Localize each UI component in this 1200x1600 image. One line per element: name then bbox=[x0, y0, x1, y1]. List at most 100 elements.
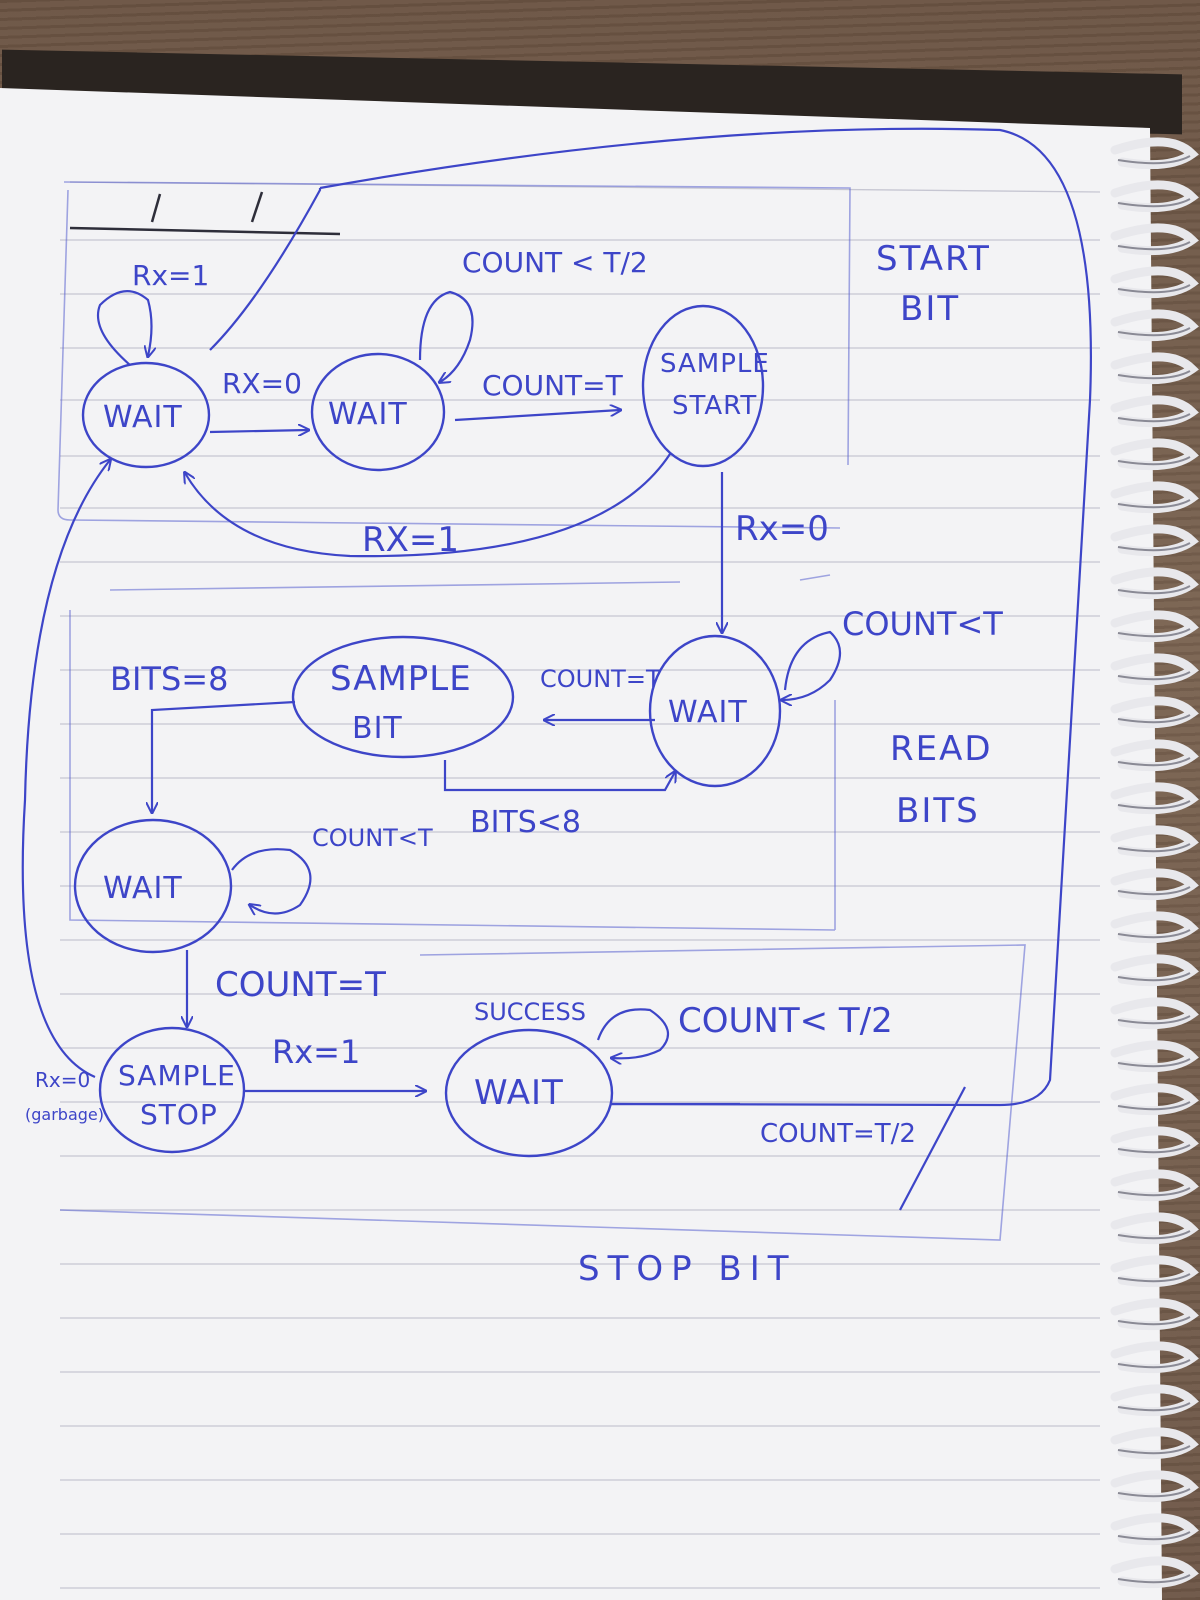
label-success-note: SUCCESS bbox=[474, 998, 586, 1026]
spiral-ring-shadow bbox=[1117, 198, 1191, 208]
spiral-ring-shadow bbox=[1117, 1574, 1191, 1584]
label-sample-stop-2: STOP bbox=[140, 1098, 218, 1131]
outer-edges bbox=[21, 127, 1092, 1107]
spiral-ring bbox=[1110, 868, 1199, 901]
spiral-ring bbox=[1110, 524, 1199, 557]
spiral-ring-shadow bbox=[1117, 929, 1191, 939]
spiral-ring-shadow bbox=[1117, 155, 1191, 165]
spiral-ring bbox=[1110, 1341, 1199, 1374]
spiral-ring-shadow bbox=[1117, 972, 1191, 982]
spiral-ring-shadow bbox=[1117, 1058, 1191, 1068]
state-sample-start bbox=[641, 304, 765, 468]
spiral-ring bbox=[1110, 1040, 1199, 1073]
spiral-ring bbox=[1110, 1556, 1199, 1589]
spiral-ring-shadow bbox=[1117, 370, 1191, 380]
spiral-ring bbox=[1110, 481, 1199, 514]
spiral-ring bbox=[1110, 180, 1199, 213]
spiral-ring-shadow bbox=[1117, 1273, 1191, 1283]
label-stop-fail: Rx=0 bbox=[35, 1068, 90, 1092]
label-idle-self: Rx=1 bbox=[132, 259, 209, 292]
state-wait-idle bbox=[81, 361, 211, 469]
spiral-ring bbox=[1110, 911, 1199, 944]
spiral-ring-shadow bbox=[1117, 542, 1191, 552]
spiral-ring bbox=[1110, 653, 1199, 686]
label-stop-fail-note: (garbage) bbox=[25, 1105, 104, 1124]
spiral-ring bbox=[1110, 1169, 1199, 1202]
spiral-ring-shadow bbox=[1117, 1359, 1191, 1369]
section-labels: START BIT READ BITS STOP BIT bbox=[578, 239, 993, 1289]
section-read-bits-1: READ bbox=[890, 729, 993, 769]
spiral-ring bbox=[1110, 997, 1199, 1030]
label-stop-ok: Rx=1 bbox=[272, 1033, 360, 1071]
spiral-ring bbox=[1110, 438, 1199, 471]
spiral-ring bbox=[1110, 309, 1199, 342]
spiral-ring bbox=[1110, 1126, 1199, 1159]
spiral-ring-shadow bbox=[1117, 1101, 1191, 1111]
label-idle-to-half: RX=0 bbox=[222, 367, 302, 400]
label-wait-bit: WAIT bbox=[668, 695, 748, 730]
section-read-bits-2: BITS bbox=[896, 791, 980, 831]
spiral-ring bbox=[1110, 1427, 1199, 1460]
spiral-ring-shadow bbox=[1117, 413, 1191, 423]
label-sample-start-1: SAMPLE bbox=[660, 349, 770, 379]
spiral-ring bbox=[1110, 825, 1199, 858]
spiral-ring-shadow bbox=[1117, 1015, 1191, 1025]
spiral-ring-shadow bbox=[1117, 1488, 1191, 1498]
spiral-ring bbox=[1110, 739, 1199, 772]
section-start-bit-2: BIT bbox=[900, 289, 960, 329]
label-success-back: COUNT=T/2 bbox=[760, 1119, 916, 1149]
spiral-ring bbox=[1110, 395, 1199, 428]
label-half-to-sample: COUNT=T bbox=[482, 369, 624, 402]
spiral-ring-shadow bbox=[1117, 1445, 1191, 1455]
label-success-self: COUNT< T/2 bbox=[678, 1001, 893, 1041]
state-sample-stop bbox=[98, 1026, 246, 1154]
label-wait-stop-to-sample: COUNT=T bbox=[215, 965, 386, 1005]
state-wait-half bbox=[310, 352, 446, 472]
transition-labels: Rx=1 RX=0 COUNT < T/2 COUNT=T RX=1 Rx=0 … bbox=[25, 246, 1003, 1149]
label-wait-to-sample-bit: COUNT=T bbox=[540, 665, 661, 693]
spiral-ring bbox=[1110, 1255, 1199, 1288]
spiral-ring bbox=[1110, 782, 1199, 815]
spiral-ring bbox=[1110, 223, 1199, 256]
section-stop-bit: STOP BIT bbox=[578, 1249, 797, 1289]
spiral-ring bbox=[1110, 137, 1199, 170]
spiral-ring bbox=[1110, 1298, 1199, 1331]
spiral-ring bbox=[1110, 1384, 1199, 1417]
spiral-ring-shadow bbox=[1117, 499, 1191, 509]
state-labels: WAIT WAIT SAMPLE START WAIT SAMPLE BIT W… bbox=[103, 349, 770, 1131]
label-wait-stop-self: COUNT<T bbox=[312, 824, 433, 852]
spiral-ring-shadow bbox=[1117, 241, 1191, 251]
spiral-binding-icon bbox=[1110, 137, 1199, 1589]
ruled-lines bbox=[60, 181, 1101, 1589]
label-wait-half: WAIT bbox=[328, 397, 408, 432]
label-more-bits: BITS<8 bbox=[470, 805, 581, 840]
spiral-ring-shadow bbox=[1117, 843, 1191, 853]
label-sample-stop-1: SAMPLE bbox=[118, 1059, 236, 1092]
spiral-ring bbox=[1110, 567, 1199, 600]
spiral-ring-shadow bbox=[1117, 1316, 1191, 1326]
spiral-ring-shadow bbox=[1117, 327, 1191, 337]
state-wait-bit bbox=[648, 634, 782, 788]
label-sample-bit-2: BIT bbox=[352, 711, 403, 746]
spiral-ring-shadow bbox=[1117, 886, 1191, 896]
spiral-ring-shadow bbox=[1117, 800, 1191, 810]
spiral-ring-shadow bbox=[1117, 628, 1191, 638]
spiral-ring-shadow bbox=[1117, 714, 1191, 724]
label-wait-idle: WAIT bbox=[103, 400, 183, 435]
label-wait-success: WAIT bbox=[474, 1073, 564, 1113]
state-wait-success bbox=[444, 1028, 614, 1158]
state-nodes bbox=[73, 304, 782, 1158]
spiral-ring bbox=[1110, 610, 1199, 643]
label-wait-stop: WAIT bbox=[103, 871, 183, 906]
spiral-ring bbox=[1110, 954, 1199, 987]
spiral-ring-shadow bbox=[1117, 1187, 1191, 1197]
notebook-page bbox=[0, 88, 1162, 1600]
label-sample-bit-1: SAMPLE bbox=[330, 659, 472, 699]
spiral-ring bbox=[1110, 1212, 1199, 1245]
spiral-ring bbox=[1110, 352, 1199, 385]
spiral-ring-shadow bbox=[1117, 456, 1191, 466]
spiral-ring bbox=[1110, 1513, 1199, 1546]
spiral-ring-shadow bbox=[1117, 1531, 1191, 1541]
section-boxes bbox=[57, 181, 1026, 1241]
